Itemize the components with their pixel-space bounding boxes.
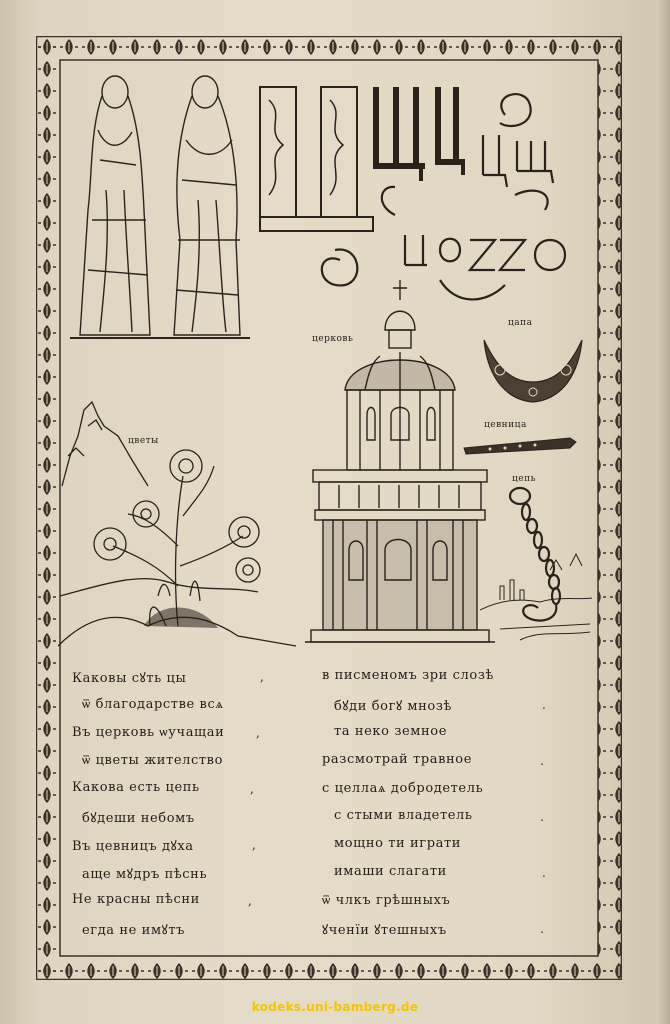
label-bowl: цапа: [508, 318, 533, 328]
verse-right-line-8: имаши слагати: [334, 864, 447, 879]
ornamental-border: [36, 36, 622, 980]
page-gutter: [656, 0, 670, 1024]
period-mark: .: [542, 698, 546, 712]
verse-left-line-3: Въ церковь ѡучащаи: [72, 725, 225, 740]
verse-left-line-7: Въ цевницъ дꙋха: [72, 839, 194, 854]
verse-left-line-4: ѿ цветы жителство: [82, 753, 223, 768]
flowers-landscape-illustration: [58, 400, 297, 647]
source-watermark: kodeks.uni-bamberg.de: [251, 1000, 419, 1014]
comma-mark: ,: [252, 838, 256, 852]
comma-mark: ,: [248, 894, 252, 908]
comma-mark: ,: [260, 670, 264, 684]
verse-left-line-1: Каковы сꙋть цы: [72, 671, 187, 686]
period-mark: .: [542, 866, 546, 880]
church-illustration: [305, 280, 495, 643]
verse-right-line-10: ꙋченїи ꙋтешныхъ: [322, 923, 447, 938]
verse-right-line-9: ѿ члкъ грѣшныхъ: [322, 893, 451, 908]
landscape-detail-illustration: [480, 552, 592, 641]
label-flute: цевница: [484, 420, 527, 430]
label-chain: цепь: [512, 474, 537, 484]
verse-right-line-7: мощно ти играти: [334, 836, 462, 851]
verse-right-line-4: разсмотрай травное: [322, 752, 473, 767]
chain-illustration: [500, 486, 590, 630]
comma-mark: ,: [250, 782, 254, 796]
verse-right-line-6: с стыми владетель: [334, 808, 473, 823]
flute-illustration: [463, 437, 577, 455]
period-mark: .: [540, 754, 544, 768]
verse-right-line-5: с целлаѧ добродетель: [322, 781, 484, 796]
verse-right-line-1: в писменомъ зри слозѣ: [322, 668, 494, 683]
verse-right-line-3: та неко земное: [334, 724, 447, 739]
bowl-illustration: [483, 339, 583, 403]
label-church: церковь: [312, 334, 354, 344]
verse-left-line-2: ѿ благодарстве всѧ: [82, 697, 224, 712]
verse-left-line-6: бꙋдеши небомъ: [82, 811, 195, 826]
label-flowers: цветы: [128, 436, 159, 446]
verse-left-line-10: егда не имꙋтъ: [82, 923, 186, 938]
ornate-letter-forms-illustration: [259, 86, 567, 301]
verse-left-line-5: Какова есть цепь: [72, 780, 200, 795]
verse-left-line-8: аще мꙋдръ пѣснь: [82, 867, 208, 882]
comma-mark: ,: [256, 726, 260, 740]
period-mark: .: [540, 810, 544, 824]
period-mark: .: [540, 922, 544, 936]
two-robed-figures-illustration: [70, 75, 250, 339]
verse-right-line-2: бꙋди богꙋ мнозѣ: [334, 699, 452, 714]
verse-left-line-9: Не красны пѣсни: [72, 892, 200, 907]
